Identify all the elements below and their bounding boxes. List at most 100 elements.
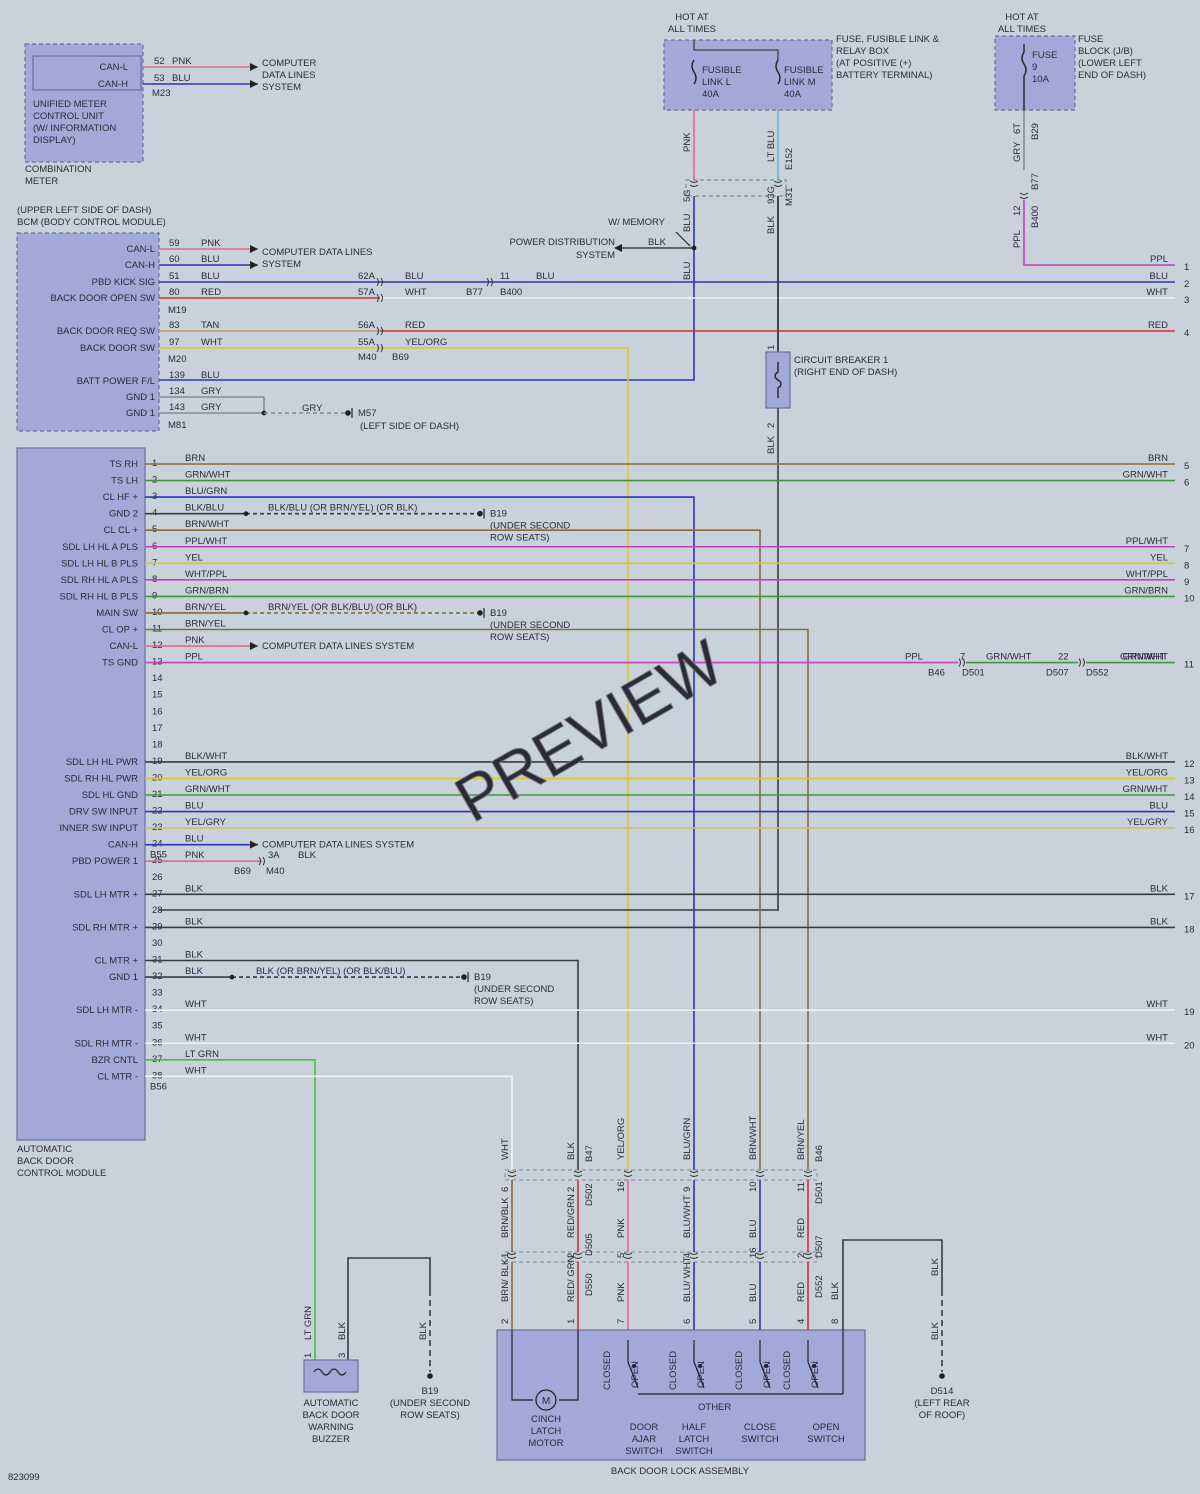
motor-label: LATCH [531, 1426, 562, 1437]
right-wire-label: WHT/PPL [1126, 569, 1168, 580]
switch-blade [759, 1361, 771, 1389]
bcm-wire-color: WHT [201, 337, 223, 348]
right-wire-label: BLK [1150, 916, 1169, 927]
right-wire-label: GRN/BRN [1124, 585, 1168, 596]
vertical-wire-label: BLU [748, 1283, 759, 1302]
pin-label: 6 [500, 1187, 511, 1192]
door-ajar-switch-label: SWITCH [625, 1446, 663, 1457]
blu-grn-3 [145, 496, 695, 1170]
open-switch-label: OPEN [813, 1422, 840, 1433]
bcm-pin-label: BACK DOOR OPEN SW [50, 293, 155, 304]
inline-connector-lower [504, 1251, 818, 1263]
fuse-9-label: 10A [1032, 74, 1050, 85]
meter-label: COMBINATION [25, 164, 91, 175]
connector-label: B77 [1030, 173, 1041, 190]
connector-pin-label: 55A [358, 337, 376, 348]
ground-alt-label: BLK/BLU (OR BRN/YEL) (OR BLK) [268, 503, 417, 514]
upper-connector [507, 1170, 517, 1177]
bcm-pin-label: BACK DOOR SW [80, 343, 155, 354]
wire-label: GRN/WHT [986, 652, 1032, 663]
wire-label: BLU [536, 271, 555, 282]
switch-blade [807, 1361, 819, 1389]
abdcm-wire-color: GRN/WHT [185, 470, 231, 481]
abdcm-pin-number: 16 [152, 706, 163, 717]
abdcm-wire-color: PPL [185, 652, 203, 663]
motor-wire-b [559, 1330, 579, 1401]
wire-label: GRY [302, 403, 323, 414]
pin-label: 2 [500, 1319, 511, 1324]
mainsw-splice [243, 610, 249, 616]
abdcm-arrow [250, 840, 258, 849]
bcm-wire-color: RED [201, 287, 221, 298]
gnd2-splice [243, 511, 249, 517]
buzzer-icon [313, 1368, 347, 1376]
connector-label: B400 [500, 287, 522, 298]
inline-connector-upper [504, 1169, 818, 1181]
connector-pin-label: 22 [1058, 652, 1069, 663]
right-ref-number: 14 [1184, 792, 1195, 803]
right-wire-label: BLK [1150, 883, 1169, 894]
buzzer-label: BUZZER [312, 1434, 350, 1445]
connector-label: B29 [1030, 123, 1041, 140]
pin-label: 7 [616, 1319, 627, 1324]
right-wire-label: WHT [1146, 1032, 1168, 1043]
roof-ground-label: D514 [931, 1386, 954, 1397]
abdcm-wire-color: BLK [185, 916, 204, 927]
bcm-wire-color: BLU [201, 254, 220, 265]
ground-b19-label: ROW SEATS) [490, 533, 549, 544]
switch-state: OTHER [698, 1402, 731, 1413]
vertical-wire-label: PNK [616, 1282, 627, 1302]
meter-pin-number: 52 [154, 56, 165, 67]
power-dist-arrow [614, 244, 622, 252]
vertical-wire-label: PNK [616, 1218, 627, 1238]
abdcm-wire-color: WHT [185, 1032, 207, 1043]
lower-connector [573, 1252, 583, 1259]
pin-label: 3 [337, 1353, 348, 1358]
right-ref-number: 19 [1184, 1007, 1195, 1018]
circuit-breaker-icon [774, 362, 782, 398]
brn-wht-5 [145, 529, 761, 1170]
right-ref-number: 7 [1184, 544, 1189, 555]
abdcm-wire-color: BRN/WHT [185, 519, 230, 530]
buzzer-label: WARNING [308, 1422, 354, 1433]
abdcm-wire-color: BRN [185, 453, 205, 464]
abdcm-pin-label: INNER SW INPUT [59, 823, 138, 834]
ground-b19-c [461, 974, 467, 980]
vertical-wire-label: BLK [418, 1321, 429, 1340]
right-ref-number: 4 [1184, 328, 1189, 339]
abdcm-wire-color: YEL/GRY [185, 817, 227, 828]
bcm-connector: M20 [168, 354, 186, 365]
abdcm-wire-color: YEL/ORG [185, 767, 227, 778]
bcm-pin-number: 60 [169, 254, 180, 265]
vertical-wire-label: RED [796, 1218, 807, 1238]
upper-connector [755, 1170, 765, 1177]
abdcm-pin-label: CL OP + [102, 625, 139, 636]
bcm-wire-color: TAN [201, 320, 219, 331]
abdcm-wire-color: BLU [185, 801, 204, 812]
ground-label: M57 [358, 408, 376, 419]
abdcm-wire-color: BLU/GRN [185, 486, 227, 497]
switch-contact [812, 1364, 816, 1368]
pin-label: 2 [566, 1253, 577, 1258]
vertical-wire-label: LT GRN [303, 1306, 314, 1340]
right-ref-number: 17 [1184, 891, 1195, 902]
right-ref-number: 5 [1184, 461, 1189, 472]
bcm-data-lines-label: SYSTEM [262, 259, 301, 270]
meter-pin-number: 53 [154, 73, 165, 84]
abdcm-title: AUTOMATIC [17, 1144, 72, 1155]
bcm-data-lines-label: COMPUTER DATA LINES [262, 247, 373, 258]
bcm-pin-label: GND 1 [126, 408, 155, 419]
abdcm-pin-number: 28 [152, 905, 163, 916]
power-dist-label: W/ MEMORY [608, 217, 665, 228]
switch-contact [632, 1364, 636, 1368]
abdcm-connector: B55 [150, 850, 167, 861]
meter-pin-label: CAN-L [99, 62, 128, 73]
connector-label: B47 [584, 1145, 595, 1162]
connector-label: B69 [234, 866, 251, 877]
switch-state: OPEN [810, 1361, 821, 1388]
connector-label: D505 [584, 1233, 595, 1256]
right-ref-number: 10 [1184, 593, 1195, 604]
right-wire-label: RED [1148, 320, 1168, 331]
vertical-wire-label: BLK [930, 1321, 941, 1340]
right-ref-number: 16 [1184, 825, 1195, 836]
